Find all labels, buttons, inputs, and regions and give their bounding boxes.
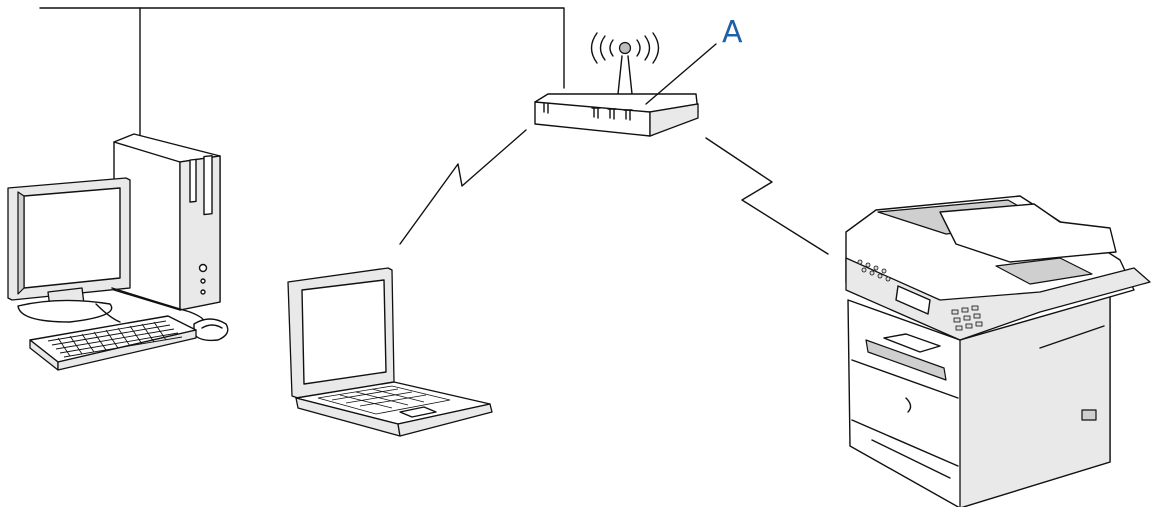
wireless-link-printer	[705, 137, 829, 255]
wireless-router-icon	[534, 32, 699, 137]
callout-leader-line	[645, 43, 717, 105]
keyboard-keys	[47, 320, 183, 358]
wired-connection	[39, 7, 565, 141]
desktop-computer-icon	[7, 133, 229, 371]
laptop-keyboard	[317, 385, 451, 415]
control-panel-buttons	[857, 259, 983, 331]
printer-icon	[845, 195, 1151, 507]
wireless-link-laptop	[399, 129, 527, 245]
wifi-signal-icon	[590, 32, 660, 64]
callout-label-a: A	[722, 15, 743, 50]
laptop-icon	[287, 267, 493, 437]
